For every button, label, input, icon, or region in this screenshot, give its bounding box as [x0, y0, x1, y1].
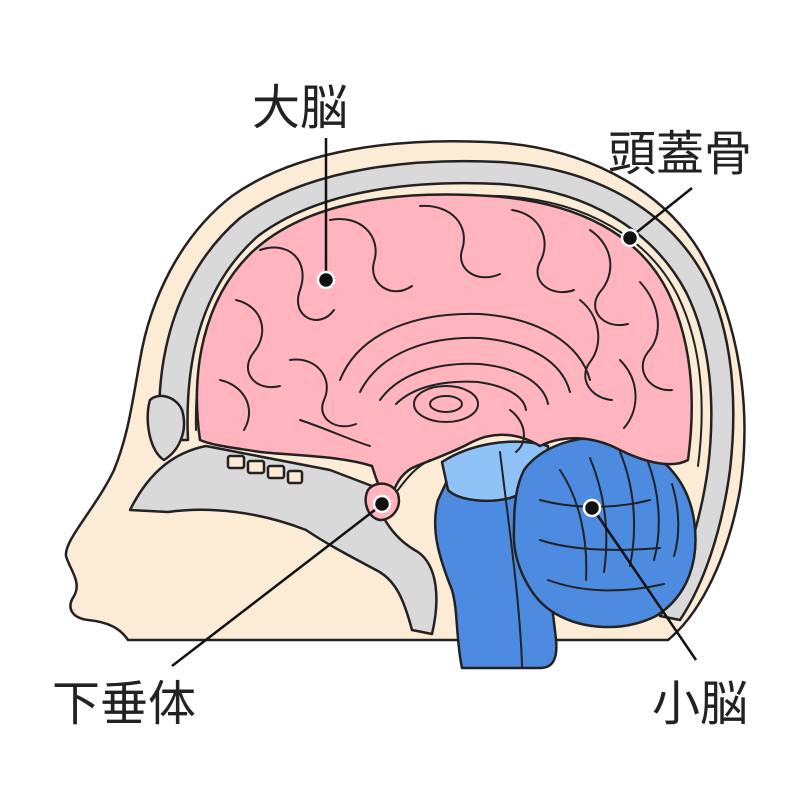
sinus-cell [246, 459, 266, 475]
anchor-dot-skull [620, 228, 640, 248]
label-skull: 頭蓋骨 [608, 126, 752, 182]
label-pituitary: 下垂体 [52, 676, 196, 732]
cerebellum-folia [539, 451, 680, 592]
leader-line-cerebellum [592, 509, 698, 661]
sinus-cells [226, 454, 304, 485]
label-cerebellum: 小脳 [652, 676, 748, 732]
anchor-dot-pituitary [372, 494, 392, 514]
inner-brain-structures [339, 312, 591, 501]
cerebrum-gyri [219, 204, 673, 447]
thalamus [413, 385, 479, 423]
spinal-canal-line [499, 451, 523, 667]
frontal-sinus [146, 394, 186, 462]
sinus-cell [286, 469, 304, 485]
skull-base [128, 444, 438, 636]
annotation-pituitary [171, 494, 392, 667]
annotation-cerebellum [582, 498, 698, 661]
label-cerebrum: 大脳 [252, 80, 348, 136]
anchor-dot-cerebellum [582, 498, 602, 518]
cerebrum [195, 193, 693, 502]
leader-line-pituitary [171, 505, 381, 667]
skull-bone [158, 159, 735, 622]
annotation-cerebrum [316, 138, 336, 290]
thalamus-core [429, 395, 463, 413]
annotation-skull [620, 187, 693, 248]
sinus-cell [266, 464, 286, 480]
anchor-dot-cerebrum [316, 270, 336, 290]
leader-line-skull [631, 187, 693, 237]
cerebellum [512, 436, 697, 629]
sinus-cell [226, 454, 246, 470]
